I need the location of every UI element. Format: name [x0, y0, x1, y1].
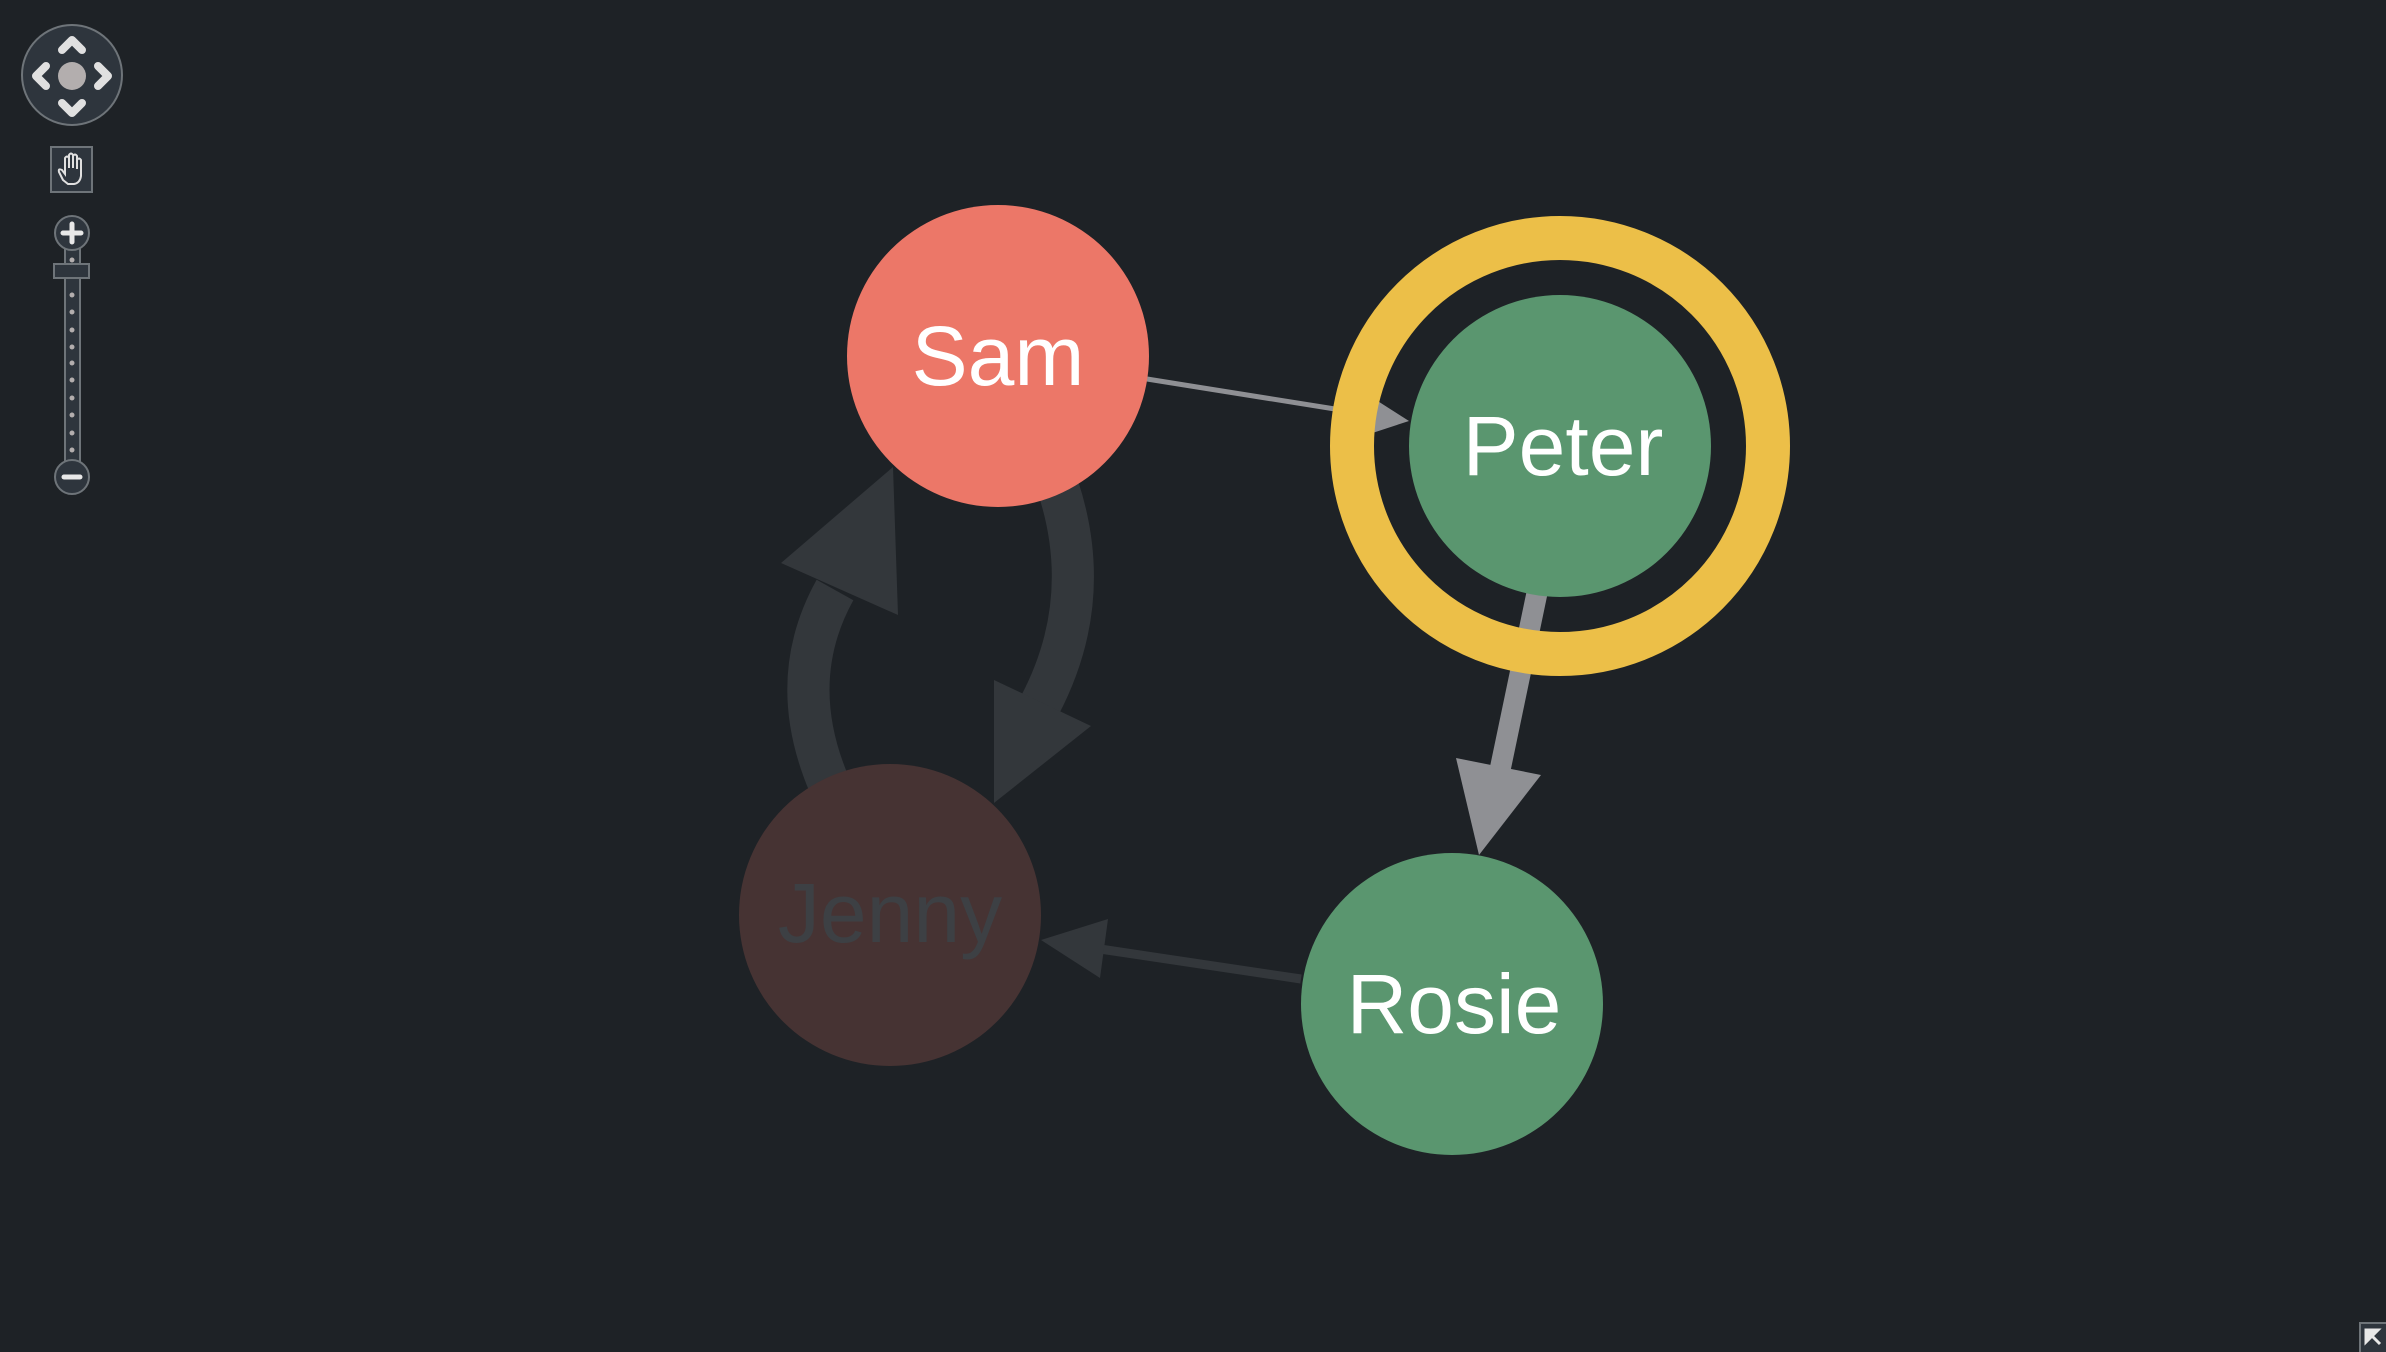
- chevron-down-icon[interactable]: [58, 99, 86, 117]
- hand-mode-button[interactable]: [50, 146, 93, 193]
- pan-control[interactable]: [21, 24, 123, 126]
- zoom-slider[interactable]: [53, 244, 90, 466]
- chevron-up-icon[interactable]: [58, 36, 86, 54]
- plus-icon: [60, 221, 84, 245]
- edge-rosie-jenny[interactable]: [1041, 919, 1302, 984]
- hand-icon: [57, 152, 82, 185]
- edge-peter-rosie[interactable]: [1456, 590, 1548, 855]
- arrowhead: [1041, 919, 1108, 978]
- node-rosie[interactable]: Rosie: [1301, 853, 1603, 1155]
- arrow-up-left-icon: [2364, 1328, 2382, 1346]
- chevron-left-icon[interactable]: [32, 62, 50, 90]
- node-label: Jenny: [778, 866, 1002, 960]
- zoom-slider-handle[interactable]: [53, 263, 90, 279]
- node-label: Peter: [1463, 399, 1664, 493]
- node-sam[interactable]: Sam: [847, 205, 1149, 507]
- node-jenny[interactable]: Jenny: [739, 764, 1041, 1066]
- arrowhead: [781, 467, 898, 615]
- selection-ring: [1330, 216, 1790, 676]
- zoom-out-button[interactable]: [54, 459, 90, 495]
- arrowhead: [1456, 758, 1541, 855]
- node-peter[interactable]: Peter: [1330, 216, 1790, 676]
- edge-sam-jenny[interactable]: [994, 480, 1094, 803]
- chevron-right-icon[interactable]: [94, 62, 112, 90]
- arrowhead: [994, 680, 1091, 803]
- pan-center-button[interactable]: [58, 62, 86, 90]
- zoom-in-button[interactable]: [54, 215, 90, 251]
- node-label: Rosie: [1347, 957, 1562, 1051]
- node-label: Sam: [912, 309, 1085, 403]
- overview-toggle-button[interactable]: [2359, 1322, 2386, 1352]
- edge-jenny-sam[interactable]: [781, 467, 898, 793]
